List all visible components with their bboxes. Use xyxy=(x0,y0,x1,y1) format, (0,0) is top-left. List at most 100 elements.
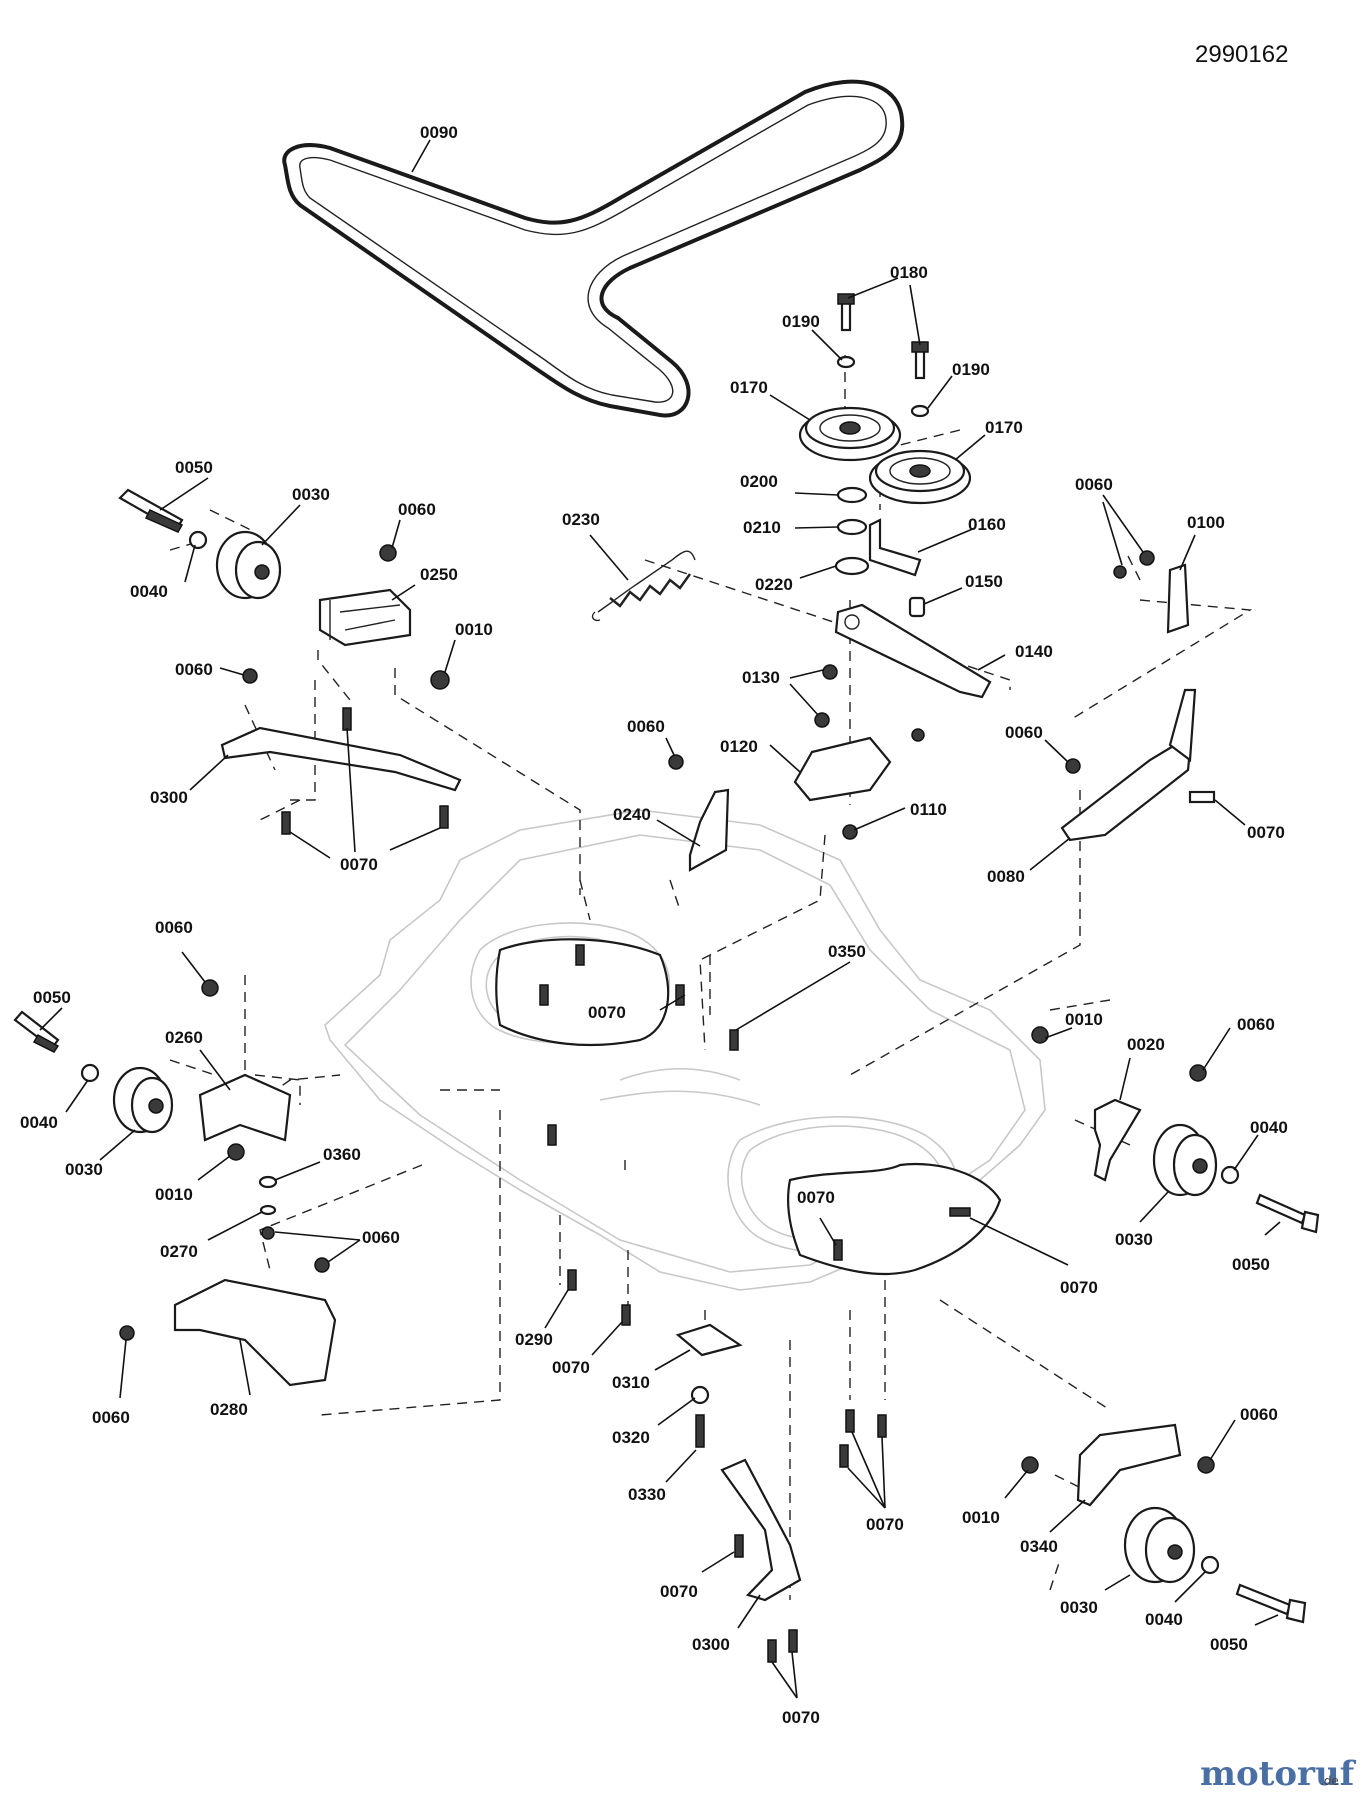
gauge-wheel-0030-upper-left xyxy=(215,530,282,600)
bolt-0070-deck-b xyxy=(539,984,549,1006)
nut-0060-lower-right xyxy=(1197,1456,1215,1474)
nut-0060-center xyxy=(668,754,684,770)
baffle-0300-upper xyxy=(220,726,462,792)
bolt-0070-right xyxy=(1188,790,1216,804)
bolt-0350 xyxy=(729,1029,739,1051)
bolt-0070-lower-a xyxy=(621,1304,631,1326)
bolt-0070-lower-c xyxy=(767,1639,777,1663)
wheel-bracket-0250 xyxy=(318,588,412,647)
wheel-bracket-0020 xyxy=(1093,1098,1142,1182)
washer-0040-lower-right xyxy=(1200,1555,1220,1575)
label-0060-right: 0060 xyxy=(1005,723,1043,742)
label-0250: 0250 xyxy=(420,565,458,584)
label-0010-left: 0010 xyxy=(155,1185,193,1204)
watermark-suffix: .de xyxy=(1320,1774,1339,1788)
label-0130: 0130 xyxy=(742,668,780,687)
label-0020: 0020 xyxy=(1127,1035,1165,1054)
label-0060-lower-left: 0060 xyxy=(92,1408,130,1427)
label-0110: 0110 xyxy=(910,800,947,819)
label-0030-upper-left: 0030 xyxy=(292,485,330,504)
bolt-0070-lower-b xyxy=(734,1534,744,1558)
label-0270: 0270 xyxy=(160,1242,198,1261)
gauge-wheel-0030-left xyxy=(112,1066,174,1134)
label-0050-lower-right: 0050 xyxy=(1210,1635,1248,1654)
assembly-lines xyxy=(169,355,1253,1600)
label-0150: 0150 xyxy=(965,572,1003,591)
gauge-wheel-0030-right xyxy=(1152,1123,1218,1197)
label-0060-right-2: 0060 xyxy=(1237,1015,1275,1034)
nut-0060-upper-right xyxy=(1139,550,1155,566)
bracket-0100 xyxy=(1166,563,1190,634)
bolt-0070-upper-a xyxy=(342,707,352,731)
label-0040-left: 0040 xyxy=(20,1113,58,1132)
label-0190-a: 0190 xyxy=(782,312,820,331)
bracket-0080 xyxy=(1060,743,1192,842)
washer-0320 xyxy=(690,1385,710,1405)
gauge-wheel-0030-lower-right xyxy=(1123,1506,1196,1584)
wheel-bracket-0340 xyxy=(1076,1423,1182,1507)
label-0060-upper-right: 0060 xyxy=(1075,475,1113,494)
label-0230: 0230 xyxy=(562,510,600,529)
label-0060-upper-left-2: 0060 xyxy=(175,660,213,679)
label-0070-baffle-right: 0070 xyxy=(1060,1278,1098,1297)
watermark-brand: motoruf xyxy=(1200,1754,1357,1794)
label-0010-right: 0010 xyxy=(1065,1010,1103,1029)
label-0060-upper-left: 0060 xyxy=(398,500,436,519)
washer-0200 xyxy=(836,486,868,504)
label-0050-left: 0050 xyxy=(33,988,71,1007)
label-0200: 0200 xyxy=(740,472,778,491)
label-0030-right: 0030 xyxy=(1115,1230,1153,1249)
idler-pulley-0170-a xyxy=(798,406,902,462)
bolt-0070-deck-f xyxy=(949,1207,971,1217)
bolt-0290 xyxy=(567,1269,577,1291)
bolt-0050-right xyxy=(1255,1193,1320,1234)
wheel-bracket-0260 xyxy=(198,1073,292,1142)
idler-arm-0140 xyxy=(834,603,992,699)
label-0160: 0160 xyxy=(968,515,1006,534)
label-0170-b: 0170 xyxy=(985,418,1023,437)
label-0280: 0280 xyxy=(210,1400,248,1419)
label-0260: 0260 xyxy=(165,1028,203,1047)
label-0210: 0210 xyxy=(743,518,781,537)
washer-0360 xyxy=(258,1175,278,1189)
washer-0040-left xyxy=(80,1063,100,1083)
bolt-0070-upper-b xyxy=(281,811,291,835)
bracket-0160 xyxy=(868,518,922,577)
label-0050-right: 0050 xyxy=(1232,1255,1270,1274)
idler-pulley-0170-b xyxy=(868,449,972,505)
nut-0060-lower-left xyxy=(119,1325,135,1341)
label-0060-left-2: 0060 xyxy=(362,1228,400,1247)
nut-0060-left-3 xyxy=(314,1257,330,1273)
spacer-0220 xyxy=(834,556,870,576)
baffle-0280 xyxy=(173,1278,337,1387)
label-0120: 0120 xyxy=(720,737,758,756)
watermark-logo: motoruf .de xyxy=(1200,1754,1357,1794)
part-labels: 0090 0180 0190 0190 0170 0170 0200 0210 … xyxy=(20,123,1288,1727)
bolt-0070-deck-c xyxy=(675,984,685,1006)
nut-0060-upper-left xyxy=(379,544,397,562)
bolt-0050-upper-left xyxy=(118,488,184,533)
bolt-0050-lower-right xyxy=(1235,1583,1307,1624)
label-0070-baffle: 0070 xyxy=(797,1188,835,1207)
label-0030-lower-right: 0030 xyxy=(1060,1598,1098,1617)
label-0090: 0090 xyxy=(420,123,458,142)
bolt-0070-deck-e xyxy=(833,1239,843,1261)
label-0240: 0240 xyxy=(613,805,651,824)
bolt-0180-a-head xyxy=(837,293,855,305)
label-0060-lower-right: 0060 xyxy=(1240,1405,1278,1424)
label-0060-left: 0060 xyxy=(155,918,193,937)
bracket-0240 xyxy=(688,788,730,872)
spring-0230 xyxy=(591,550,696,622)
bolt-0070-deck-a xyxy=(575,944,585,966)
label-0290: 0290 xyxy=(515,1330,553,1349)
washer-0040-upper-left xyxy=(188,530,208,550)
label-0340: 0340 xyxy=(1020,1537,1058,1556)
bolt-0070-lower-f xyxy=(877,1414,887,1438)
label-0070-lower-a: 0070 xyxy=(552,1358,590,1377)
label-0010-lower-right: 0010 xyxy=(962,1508,1000,1527)
washer-0270 xyxy=(259,1204,277,1216)
nut-0060-upper-left-2 xyxy=(242,668,258,684)
washer-0210 xyxy=(836,518,868,536)
label-0060-center: 0060 xyxy=(627,717,665,736)
